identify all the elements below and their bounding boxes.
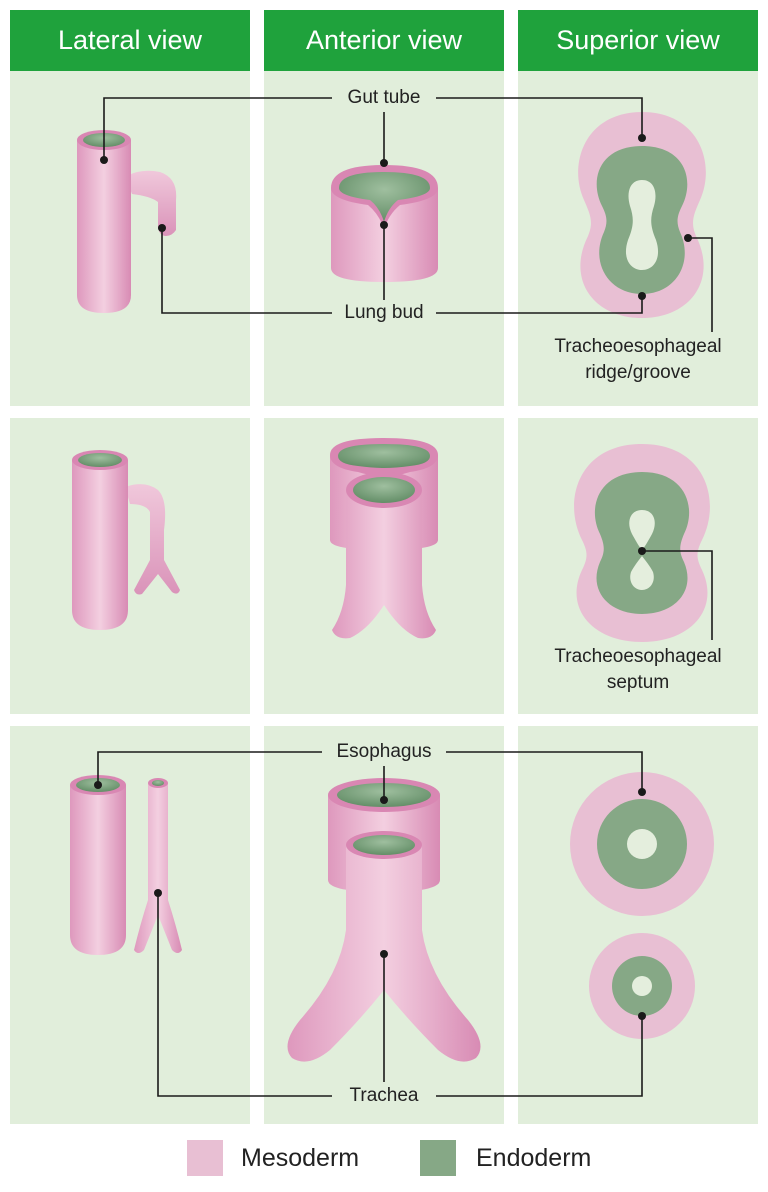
legend-mesoderm-swatch: [187, 1140, 223, 1176]
label-gut-tube: Gut tube: [332, 85, 436, 111]
row2-leader-lines: [642, 550, 713, 640]
row1-anterior-gut-tube: [331, 165, 438, 282]
panel-row2-lateral: [10, 418, 250, 714]
row2-leader-dots: [638, 547, 646, 555]
row1-leader-dots: [100, 134, 692, 300]
panel-row3-lateral: [10, 726, 250, 1124]
row1-superior-ridge: [578, 112, 706, 318]
row1-lateral-lung-bud: [125, 170, 177, 236]
label-esophagus: Esophagus: [322, 739, 446, 765]
header-superior-view: Superior view: [518, 10, 758, 71]
legend-endoderm-swatch: [420, 1140, 456, 1176]
row2-lateral-gut-tube: [72, 450, 128, 630]
legend-endoderm-label: Endoderm: [476, 1144, 592, 1172]
row3-lateral-trachea: [134, 778, 182, 953]
row1-leader-lines: [103, 97, 713, 332]
label-tracheoesophageal-ridge-groove: Tracheoesophageal ridge/groove: [528, 334, 748, 386]
header-anterior-view: Anterior view: [264, 10, 504, 71]
header-lateral-view: Lateral view: [10, 10, 250, 71]
row3-leader-lines: [97, 751, 643, 1097]
label-trachea: Trachea: [332, 1083, 436, 1109]
row2-anterior-trachea-bud: [330, 438, 438, 639]
row2-lateral-lung-bud: [125, 484, 180, 595]
legend-mesoderm-label: Mesoderm: [241, 1144, 360, 1172]
row3-superior-esophagus-section: [570, 772, 714, 916]
label-tracheoesophageal-septum: Tracheoesophageal septum: [528, 644, 748, 696]
row3-lateral-esophagus: [70, 775, 126, 955]
row2-superior-septum: [574, 444, 710, 642]
row3-leader-dots: [94, 781, 646, 1020]
row3-superior-trachea-section: [589, 933, 695, 1039]
label-lung-bud: Lung bud: [332, 300, 436, 326]
